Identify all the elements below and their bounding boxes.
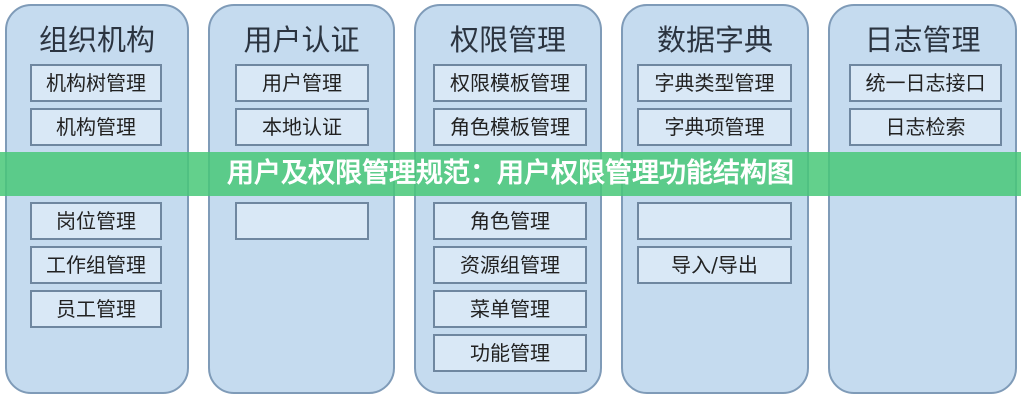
module-column: 数据字典 xyxy=(621,4,809,394)
function-box: 机构管理 xyxy=(30,108,162,146)
function-box: 菜单管理 xyxy=(433,290,587,328)
module-title: 用户认证 xyxy=(243,23,360,57)
module-column: 用户认证 xyxy=(208,4,395,394)
module-title: 组织机构 xyxy=(38,23,155,57)
function-box: 导入/导出 xyxy=(637,246,792,284)
module-column: 日志管理 xyxy=(828,4,1017,394)
module-title: 权限管理 xyxy=(449,23,566,57)
function-box: 统一日志接口 xyxy=(849,64,1002,102)
function-box: 角色模板管理 xyxy=(433,108,587,146)
function-box: 员工管理 xyxy=(30,290,162,328)
function-box: 工作组管理 xyxy=(30,246,162,284)
function-box: 机构树管理 xyxy=(30,64,162,102)
module-column: 组织机构 xyxy=(5,4,189,394)
module-title: 日志管理 xyxy=(864,23,981,57)
function-box xyxy=(235,202,369,240)
function-box: 用户管理 xyxy=(235,64,369,102)
function-box: 角色管理 xyxy=(433,202,587,240)
function-box: 字典项管理 xyxy=(637,108,792,146)
title-banner: 用户及权限管理规范：用户权限管理功能结构图 xyxy=(0,152,1021,196)
function-box: 功能管理 xyxy=(433,334,587,372)
function-box: 权限模板管理 xyxy=(433,64,587,102)
function-box: 岗位管理 xyxy=(30,202,162,240)
function-box: 资源组管理 xyxy=(433,246,587,284)
function-box xyxy=(637,202,792,240)
function-box: 字典类型管理 xyxy=(637,64,792,102)
function-box: 本地认证 xyxy=(235,108,369,146)
function-box: 日志检索 xyxy=(849,108,1002,146)
module-title: 数据字典 xyxy=(656,23,773,57)
